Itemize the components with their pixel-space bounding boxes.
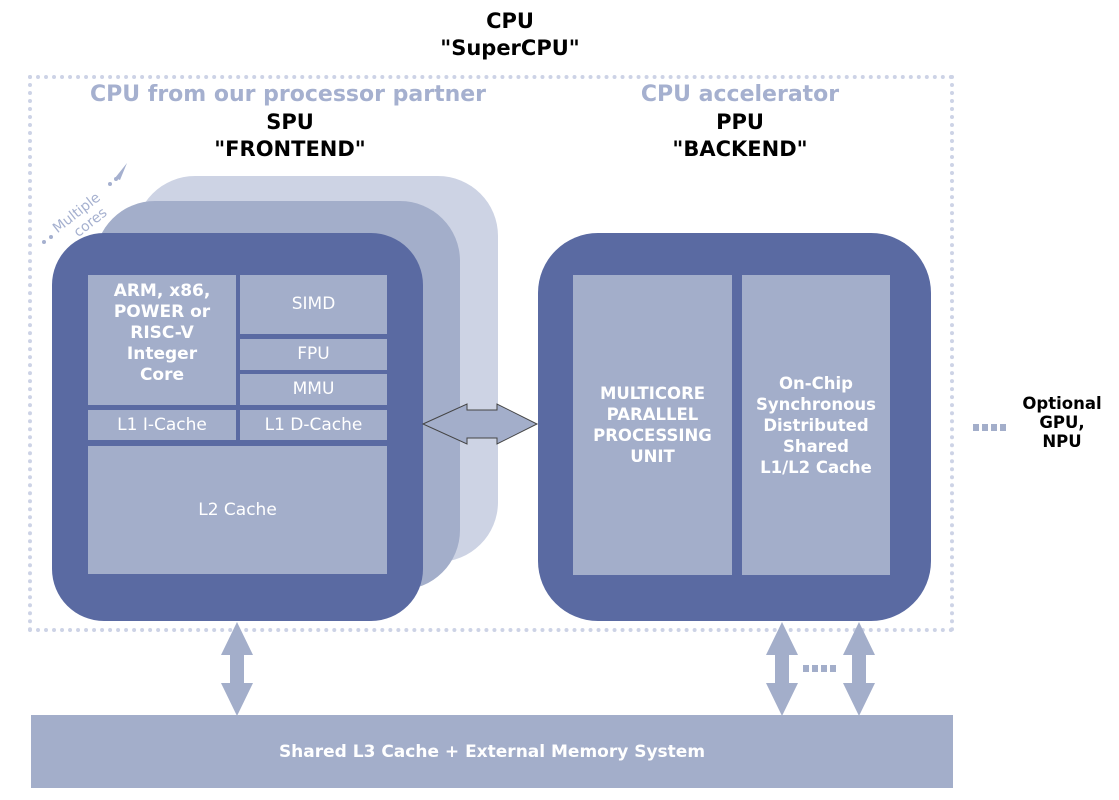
spu-ppu-bidirectional-arrow-icon	[421, 403, 539, 445]
parallel-processing-unit-block: MULTICORE PARALLEL PROCESSING UNIT	[573, 275, 732, 575]
fpu-block: FPU	[240, 339, 387, 370]
multiple-cores-annotation: Multiple cores	[40, 160, 140, 250]
spu-title-line2: "FRONTEND"	[214, 137, 366, 161]
title-line-cpu: CPU	[486, 9, 534, 33]
multiple-cores-arrow-icon	[42, 163, 127, 244]
spu-title-line1: SPU	[266, 110, 314, 134]
spu-title: SPU "FRONTEND"	[190, 109, 390, 163]
shared-l1-l2-cache-block: On-Chip Synchronous Distributed Shared L…	[742, 275, 890, 575]
ppu-arrows-ellipsis-icon	[803, 665, 836, 672]
l1-dcache-block: L1 D-Cache	[240, 410, 387, 440]
l1-icache-block: L1 I-Cache	[88, 410, 236, 440]
spu-caption: CPU from our processor partner	[89, 82, 487, 107]
integer-core-block: ARM, x86, POWER or RISC-V Integer Core	[88, 275, 236, 405]
supercpu-boundary	[28, 75, 954, 632]
mmu-block: MMU	[240, 374, 387, 405]
title-line-supercpu: "SuperCPU"	[440, 36, 580, 60]
l2-cache-block: L2 Cache	[88, 446, 387, 574]
diagram-title: CPU "SuperCPU"	[410, 8, 610, 62]
ppu-memory-arrow-2-icon	[843, 622, 875, 716]
ppu-title: PPU "BACKEND"	[640, 109, 840, 163]
ppu-title-line2: "BACKEND"	[672, 137, 808, 161]
optional-connector-dots-icon	[973, 424, 1006, 431]
ppu-caption: CPU accelerator	[640, 82, 840, 107]
simd-block: SIMD	[240, 275, 387, 334]
shared-l3-memory-system: Shared L3 Cache + External Memory System	[31, 715, 953, 788]
ppu-memory-arrow-1-icon	[766, 622, 798, 716]
ppu-title-line1: PPU	[716, 110, 764, 134]
spu-memory-arrow-icon	[221, 622, 253, 716]
optional-gpu-npu-label: Optional GPU, NPU	[1022, 394, 1102, 451]
